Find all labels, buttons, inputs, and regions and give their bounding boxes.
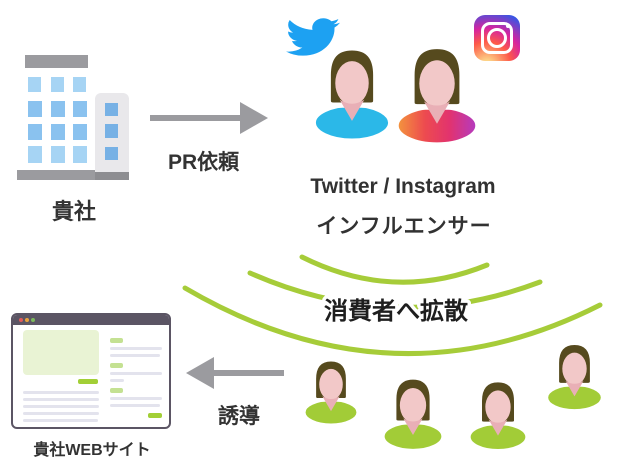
arc-middle: [247, 270, 543, 310]
text-line-placeholder: [23, 412, 99, 415]
heading-placeholder: [110, 338, 123, 343]
influencer-figure-instagram: [393, 43, 481, 148]
heading-placeholder: [110, 388, 123, 393]
browser-dot-green: [31, 318, 35, 322]
text-line-placeholder: [23, 391, 99, 394]
text-line-placeholder: [23, 398, 99, 401]
office-building-icon: [15, 55, 129, 180]
consumer-figure: [466, 378, 530, 453]
instagram-icon: [474, 15, 520, 61]
text-line-placeholder: [110, 404, 160, 407]
hero-image-placeholder: [23, 330, 99, 375]
browser-dot-red: [19, 318, 23, 322]
company-label: 貴社: [51, 199, 97, 224]
instagram-frame: [481, 22, 513, 54]
guide-arrow-label: 誘導: [218, 405, 260, 428]
text-line-placeholder: [110, 397, 162, 400]
instagram-lens: [487, 28, 507, 48]
text-line-placeholder: [23, 405, 99, 408]
text-line-placeholder: [110, 354, 160, 357]
website-label: 貴社WEBサイト: [33, 442, 151, 459]
consumer-figure: [301, 357, 361, 428]
influencer-figure-twitter: [308, 35, 396, 147]
browser-dot-yellow: [25, 318, 29, 322]
instagram-flash-dot: [506, 24, 510, 28]
pr-arrow-right: [150, 102, 268, 134]
text-line-placeholder: [110, 379, 124, 382]
text-line-placeholder: [23, 419, 98, 422]
guide-arrow-left: [186, 357, 284, 389]
browser-window-icon: [11, 313, 171, 429]
twitter-icon: [286, 18, 340, 56]
influencer-title-line1: Twitter / Instagram: [310, 175, 496, 198]
influencer-title-line2: インフルエンサー: [316, 215, 492, 238]
text-line-placeholder: [110, 372, 162, 375]
button-placeholder: [78, 379, 98, 384]
arc-outer: [182, 285, 603, 357]
arc-inner: [299, 254, 490, 285]
spread-label: 消費者へ拡散: [324, 297, 468, 325]
consumer-figure: [378, 370, 448, 453]
pr-arrow-label: PR依頼: [168, 151, 240, 174]
consumer-figure: [544, 341, 605, 413]
button-placeholder: [148, 413, 162, 418]
heading-placeholder: [110, 363, 123, 368]
text-line-placeholder: [110, 347, 162, 350]
browser-titlebar: [13, 315, 169, 325]
